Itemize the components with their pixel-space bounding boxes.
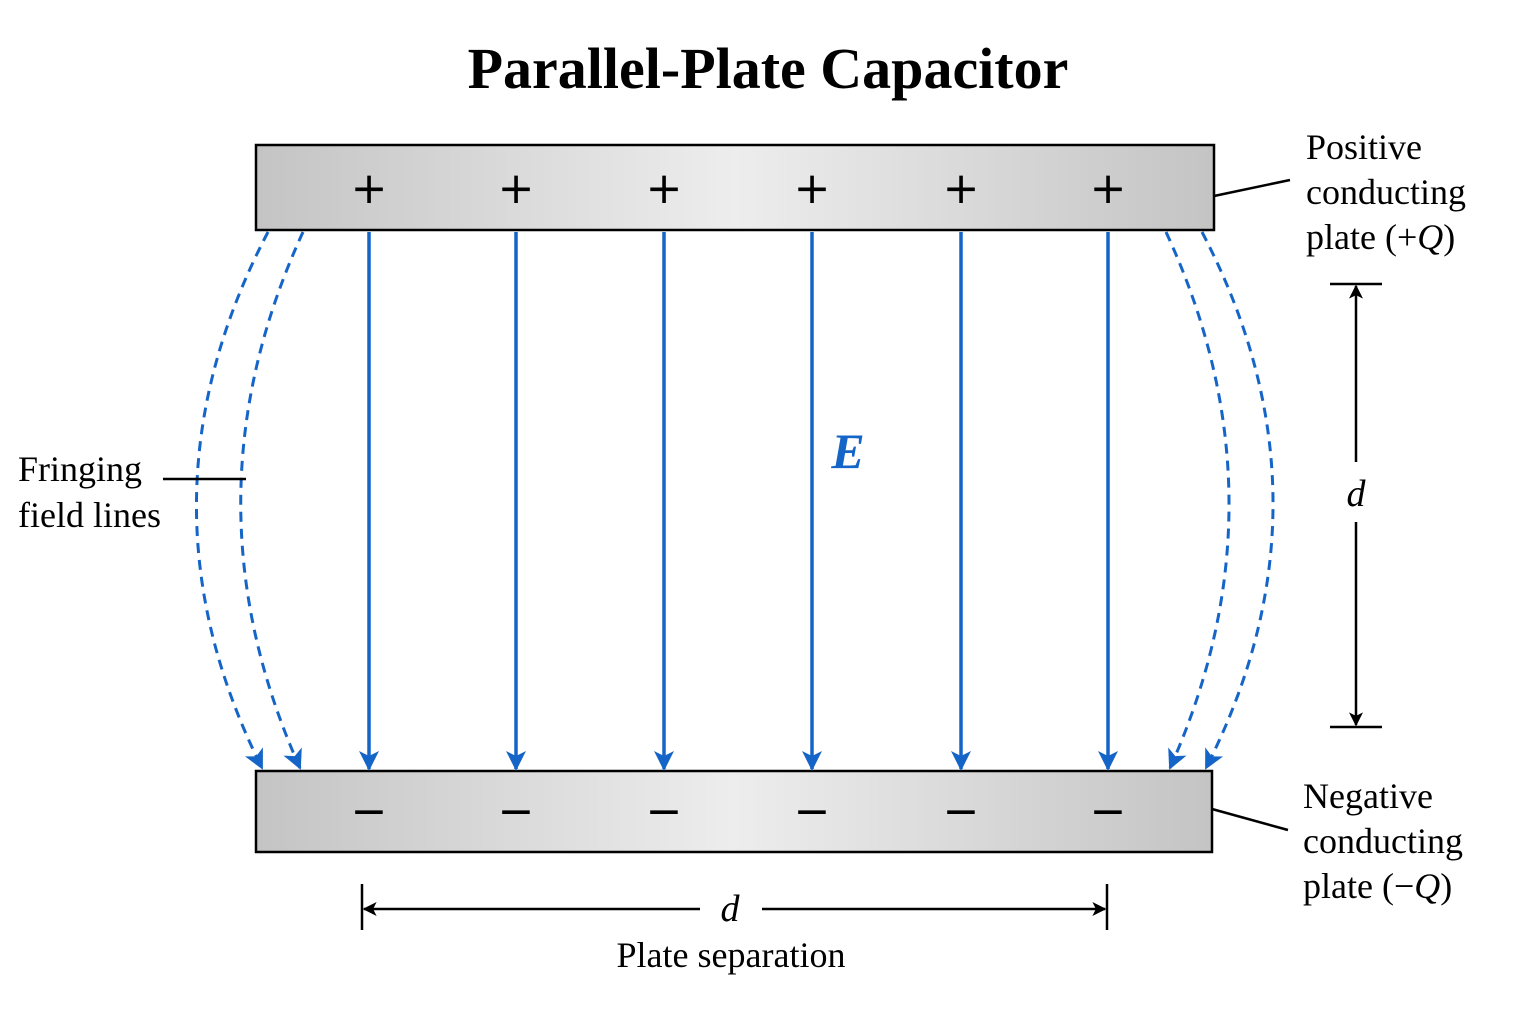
minus-sign: − [498,786,535,837]
positive-label-line-2: conducting [1306,172,1466,212]
diagram-title: Parallel-Plate Capacitor [468,36,1069,101]
negative-charge-signs: −−−−−− [351,786,1127,837]
negative-label-line-2: conducting [1303,821,1463,861]
positive-plate [254,143,1216,232]
field-label: E [830,423,864,479]
minus-sign: − [943,786,980,837]
minus-sign: − [351,786,388,837]
fringing-label-line-1: Fringing [18,449,142,489]
negative-label-line-3: plate (−Q) [1303,866,1452,906]
negative-plate [254,769,1214,854]
plate-separation-label: Plate separation [617,935,846,975]
fringing-label: Fringing field lines [18,449,246,535]
vertical-dimension-label: d [1347,473,1367,515]
minus-sign: − [794,786,831,837]
horizontal-dimension-label: d [721,888,741,930]
positive-charge-signs: + + + + + + [351,163,1127,214]
plus-sign: + [943,163,980,214]
fringing-line-left-outer [194,231,270,770]
fringing-line-right-outer [1200,231,1275,770]
uniform-field-lines [359,232,1118,771]
fringing-line-right-inner [1164,231,1231,770]
plus-sign: + [794,163,831,214]
plus-sign: + [1090,163,1127,214]
plus-sign: + [498,163,535,214]
negative-plate-label: Negative conducting plate (−Q) [1211,776,1463,906]
vertical-dimension [1330,282,1382,729]
plus-sign: + [351,163,388,214]
fringing-field-lines [194,231,1275,770]
fringing-line-left-inner [239,231,305,770]
minus-sign: − [1090,786,1127,837]
negative-plate-leader-line [1211,807,1289,832]
positive-plate-leader-line [1213,178,1291,198]
plus-sign: + [646,163,683,214]
horizontal-dimension [360,884,1109,930]
positive-label-line-1: Positive [1306,127,1422,167]
positive-label-line-3: plate (+Q) [1306,217,1455,257]
fringing-label-line-2: field lines [18,495,161,535]
negative-label-line-1: Negative [1303,776,1433,816]
positive-plate-label: Positive conducting plate (+Q) [1213,127,1466,257]
minus-sign: − [646,786,683,837]
